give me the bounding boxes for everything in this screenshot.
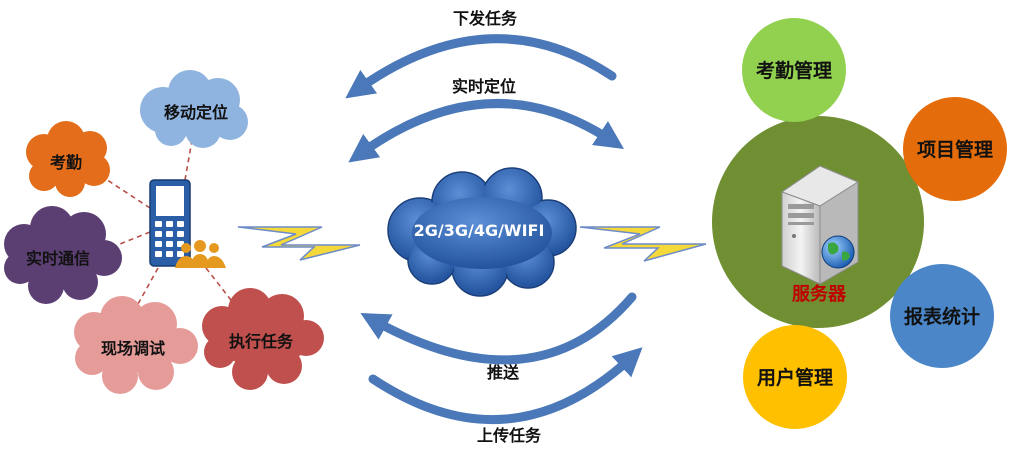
mobile-phone-icon (149, 179, 191, 267)
users-group-icon (175, 240, 226, 268)
network-cloud (387, 167, 577, 297)
arrow-locate (348, 99, 625, 163)
cloud-execute-task-label: 执行任务 (229, 332, 294, 351)
module-attendance-mgmt (742, 18, 846, 122)
cloud-mobile-location (140, 70, 248, 148)
module-project-mgmt (903, 97, 1007, 201)
cloud-realtime-comm (4, 206, 122, 304)
module-attendance-mgmt-label: 考勤管理 (756, 59, 832, 82)
cloud-mobile-location-label: 移动定位 (164, 103, 228, 122)
lightning-left-icon (237, 226, 361, 261)
module-report-stats-label: 报表统计 (904, 305, 980, 328)
arrow-push-label: 推送 (487, 363, 520, 382)
arrow-upload (368, 347, 643, 425)
module-report-stats (890, 264, 994, 368)
arrow-push (360, 292, 637, 365)
globe-icon (821, 235, 855, 269)
arrow-locate-label: 实时定位 (452, 77, 516, 96)
module-user-mgmt (743, 325, 847, 429)
network-label: 2G/3G/4G/WIFI (414, 221, 545, 240)
cloud-field-debug (74, 296, 198, 394)
arrow-dispatch (345, 34, 617, 99)
cloud-realtime-comm-label: 实时通信 (26, 249, 90, 268)
module-user-mgmt-label: 用户管理 (757, 366, 833, 389)
arrow-upload-label: 上传任务 (477, 426, 542, 445)
arrow-dispatch-label: 下发任务 (453, 9, 518, 28)
cloud-field-debug-label: 现场调试 (101, 339, 165, 358)
server-tower-icon (780, 165, 860, 285)
cloud-attendance (26, 121, 110, 197)
server-label: 服务器 (792, 283, 847, 305)
module-project-mgmt-label: 项目管理 (917, 138, 993, 161)
cloud-attendance-label: 考勤 (50, 153, 82, 172)
lightning-right-icon (579, 226, 707, 262)
cloud-execute-task (202, 288, 324, 390)
